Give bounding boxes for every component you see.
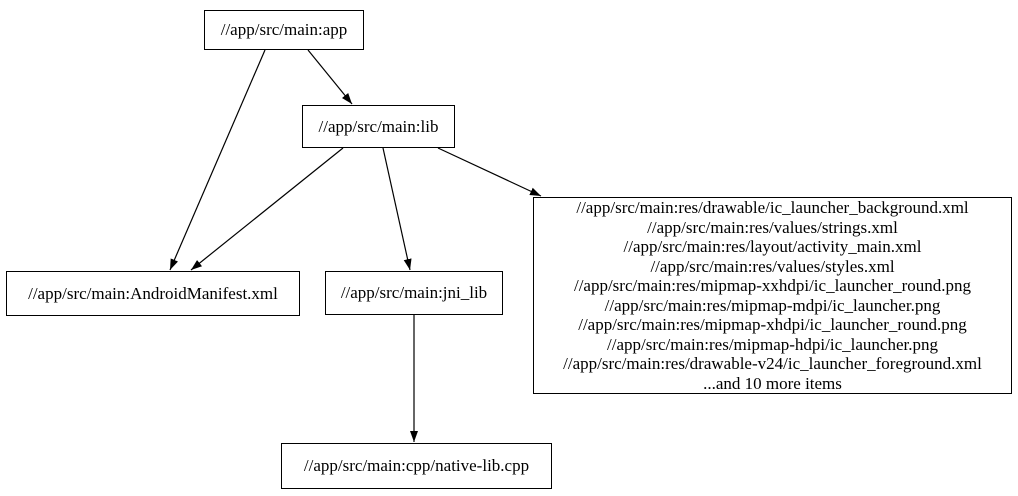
edge-lib-to-jni-lib xyxy=(382,147,412,271)
node-lib-label: //app/src/main:lib xyxy=(318,116,439,136)
resource-item: //app/src/main:res/values/styles.xml xyxy=(650,256,895,276)
node-jni-lib-label: //app/src/main:jni_lib xyxy=(340,283,488,303)
resource-item: //app/src/main:res/drawable/ic_launcher_… xyxy=(576,198,969,217)
node-app: //app/src/main:app xyxy=(204,10,364,50)
edge-lib-to-resources xyxy=(437,147,542,197)
resource-item: //app/src/main:res/drawable-v24/ic_launc… xyxy=(563,354,982,373)
node-resources: //app/src/main:res/drawable/ic_launcher_… xyxy=(533,197,1012,394)
edge-app-to-manifest xyxy=(169,49,266,271)
node-app-label: //app/src/main:app xyxy=(220,20,348,40)
resource-item: //app/src/main:res/mipmap-xhdpi/ic_launc… xyxy=(578,315,967,334)
resource-item: //app/src/main:res/mipmap-mdpi/ic_launch… xyxy=(604,295,941,315)
edge-app-to-lib xyxy=(307,49,353,105)
edge-lib-to-manifest xyxy=(190,147,344,271)
resource-item: //app/src/main:res/values/strings.xml xyxy=(647,217,898,237)
node-android-manifest: //app/src/main:AndroidManifest.xml xyxy=(6,271,300,316)
node-android-manifest-label: //app/src/main:AndroidManifest.xml xyxy=(28,283,278,303)
resource-item: //app/src/main:res/mipmap-hdpi/ic_launch… xyxy=(607,334,938,354)
node-jni-lib: //app/src/main:jni_lib xyxy=(325,271,503,315)
node-native-lib-cpp-label: //app/src/main:cpp/native-lib.cpp xyxy=(303,456,530,476)
resource-item: //app/src/main:res/layout/activity_main.… xyxy=(623,237,922,256)
node-native-lib-cpp: //app/src/main:cpp/native-lib.cpp xyxy=(281,443,552,489)
resource-item: //app/src/main:res/mipmap-xxhdpi/ic_laun… xyxy=(573,276,972,295)
node-lib: //app/src/main:lib xyxy=(302,105,455,148)
resource-more-items: ...and 10 more items xyxy=(703,373,842,393)
